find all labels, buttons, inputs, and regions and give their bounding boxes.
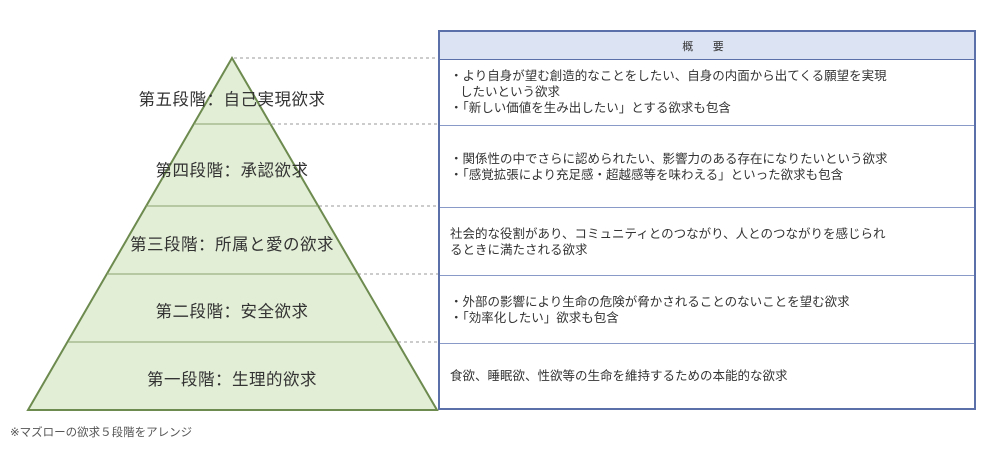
row-text: 社会的な役割があり、コミュニティとのつながり、人とのつながりを感じられ <box>450 225 886 241</box>
table-row-stage-1: 食欲、睡眠欲、性欲等の生命を維持するための本能的な欲求 <box>440 343 974 408</box>
row-text: ・「効率化したい」欲求も包含 <box>450 309 619 325</box>
row-text: 食欲、睡眠欲、性欲等の生命を維持するための本能的な欲求 <box>450 368 788 383</box>
table-row-stage-4: ・関係性の中でさらに認められたい、影響力のある存在になりたいという欲求 ・「感覚… <box>440 125 974 207</box>
guide-lines <box>234 57 438 343</box>
stage-5-label: 第五段階：自己実現欲求 <box>138 90 326 109</box>
stage-1-label: 第一段階：生理的欲求 <box>147 370 317 389</box>
stage-4-label: 第四段階：承認欲求 <box>155 161 309 180</box>
row-text: ・「感覚拡張により充足感・超越感等を味わえる」といった欲求も包含 <box>450 166 844 182</box>
row-text: したいという欲求 <box>460 84 561 99</box>
row-text: るときに満たされる欲求 <box>450 241 588 257</box>
pyramid-shape <box>26 56 439 411</box>
table-row-stage-5: ・より自身が望む創造的なことをしたい、自身の内面から出てくる願望を実現 したいと… <box>440 59 974 125</box>
footnote: ※マズローの欲求５段階をアレンジ <box>10 425 193 439</box>
table-row-stage-2: ・外部の影響により生命の危険が脅かされることのないことを望む欲求 ・「効率化した… <box>440 275 974 343</box>
row-text: ・より自身が望む創造的なことをしたい、自身の内面から出てくる願望を実現 <box>450 68 887 83</box>
row-text: ・関係性の中でさらに認められたい、影響力のある存在になりたいという欲求 <box>450 150 888 166</box>
row-text: ・外部の影響により生命の危険が脅かされることのないことを望む欲求 <box>450 293 850 309</box>
stage-3-label: 第三段階：所属と愛の欲求 <box>130 235 334 254</box>
table-header: 概 要 <box>440 32 974 60</box>
overview-table: 概 要 ・より自身が望む創造的なことをしたい、自身の内面から出てくる願望を実現 … <box>438 30 976 410</box>
stage-2-label: 第二段階：安全欲求 <box>155 302 309 321</box>
pyramid-dividers <box>68 123 397 343</box>
table-row-stage-3: 社会的な役割があり、コミュニティとのつながり、人とのつながりを感じられ るときに… <box>440 207 974 275</box>
row-text: ・「新しい価値を生み出したい」とする欲求も包含 <box>450 100 731 115</box>
